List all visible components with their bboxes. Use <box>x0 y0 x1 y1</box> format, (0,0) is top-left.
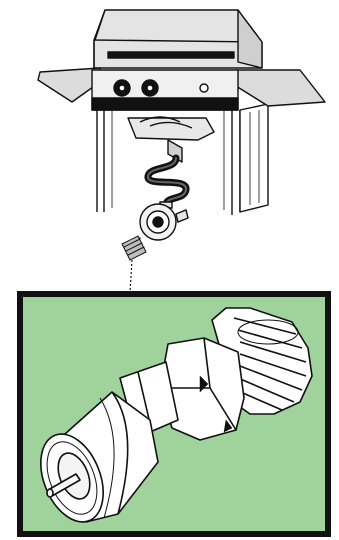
small-adapter-icon <box>122 236 146 260</box>
detail-panel <box>20 294 328 534</box>
callout-leader-line <box>130 260 132 292</box>
grill-body-icon <box>38 68 325 110</box>
burner-manifold-icon <box>128 117 214 162</box>
grill-lid-icon <box>94 10 262 68</box>
gas-regulator-icon <box>122 158 188 260</box>
